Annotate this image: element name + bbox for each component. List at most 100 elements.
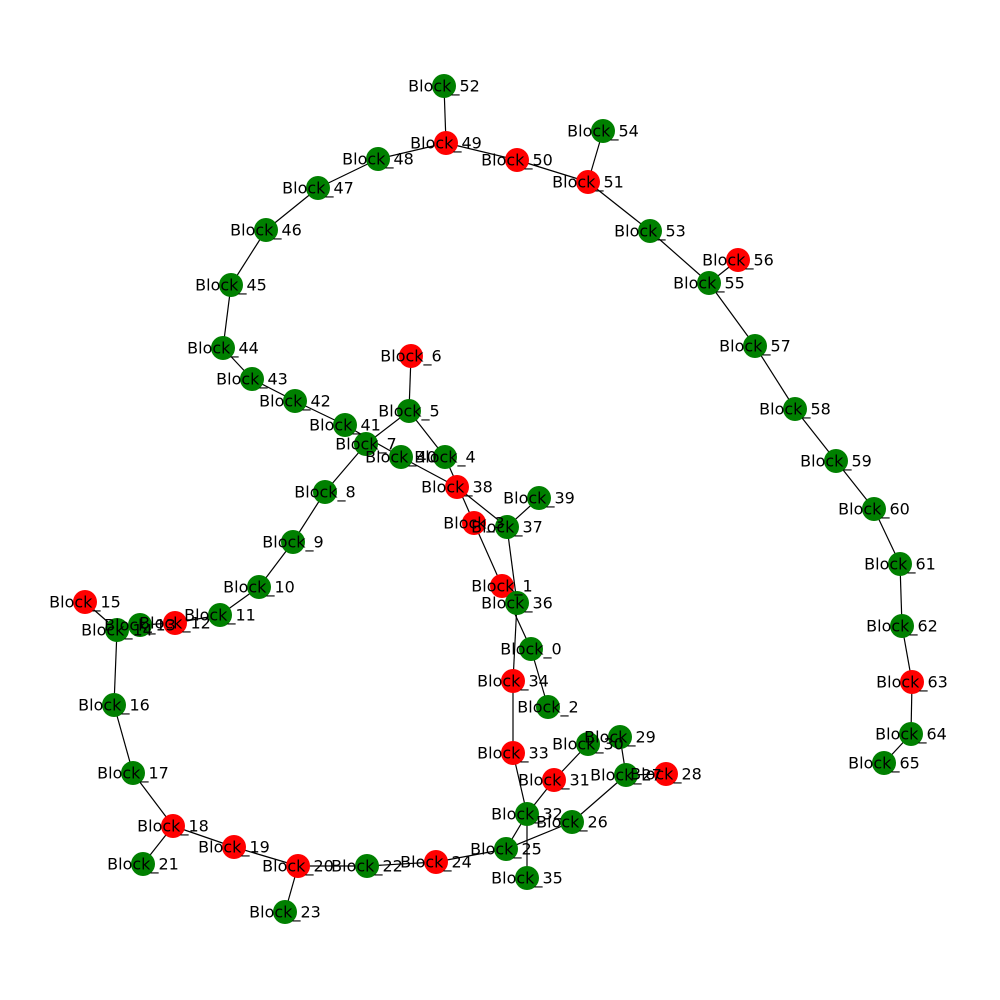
node-Block_61 [888, 552, 912, 576]
node-label-Block_25: Block_25 [470, 840, 542, 860]
node-Block_60 [862, 497, 886, 521]
node-label-Block_29: Block_29 [584, 728, 656, 748]
edge-Block_34-Block_36 [512, 602, 518, 682]
node-label-Block_24: Block_24 [400, 853, 472, 873]
node-label-Block_52: Block_52 [408, 77, 480, 97]
node-Block_14 [105, 618, 129, 642]
node-Block_37 [495, 515, 519, 539]
node-label-Block_45: Block_45 [195, 276, 267, 296]
node-Block_34 [501, 669, 525, 693]
node-label-Block_46: Block_46 [230, 221, 302, 241]
node-Block_39 [527, 486, 551, 510]
node-label-Block_33: Block_33 [477, 744, 549, 764]
edge-Block_53-Block_55 [649, 230, 710, 284]
node-Block_9 [281, 530, 305, 554]
node-label-Block_51: Block_51 [552, 173, 624, 193]
node-label-Block_14: Block_14 [81, 621, 153, 641]
node-label-Block_11: Block_11 [184, 606, 256, 626]
node-Block_33 [501, 741, 525, 765]
node-Block_21 [131, 852, 155, 876]
node-label-Block_53: Block_53 [614, 222, 686, 242]
node-Block_20 [286, 854, 310, 878]
node-label-Block_57: Block_57 [719, 337, 791, 357]
node-label-Block_61: Block_61 [864, 555, 936, 575]
node-label-Block_62: Block_62 [866, 617, 938, 637]
labels-layer: Block_0Block_1Block_2Block_3Block_4Block… [49, 77, 948, 923]
edge-Block_50-Block_51 [516, 159, 589, 183]
node-label-Block_21: Block_21 [107, 855, 179, 875]
node-Block_57 [743, 334, 767, 358]
node-label-Block_63: Block_63 [876, 673, 948, 693]
node-label-Block_41: Block_41 [309, 416, 381, 436]
edge-Block_55-Block_57 [708, 282, 756, 347]
node-Block_15 [73, 590, 97, 614]
node-Block_32 [515, 802, 539, 826]
node-Block_11 [208, 603, 232, 627]
node-label-Block_43: Block_43 [216, 370, 288, 390]
node-Block_64 [899, 722, 923, 746]
node-label-Block_10: Block_10 [223, 578, 295, 598]
node-label-Block_22: Block_22 [331, 857, 403, 877]
node-Block_38 [445, 475, 469, 499]
edge-Block_36-Block_37 [506, 526, 518, 604]
node-label-Block_17: Block_17 [97, 764, 169, 784]
node-label-Block_48: Block_48 [342, 150, 414, 170]
node-Block_45 [219, 273, 243, 297]
node-label-Block_35: Block_35 [491, 869, 563, 889]
edge-Block_49-Block_50 [445, 142, 518, 161]
node-Block_3 [462, 511, 486, 535]
node-label-Block_27: Block_27 [590, 766, 662, 786]
node-Block_35 [515, 866, 539, 890]
node-Block_22 [355, 854, 379, 878]
node-label-Block_12: Block_12 [139, 614, 211, 634]
node-label-Block_58: Block_58 [759, 400, 831, 420]
node-label-Block_60: Block_60 [838, 500, 910, 520]
node-Block_44 [211, 336, 235, 360]
node-label-Block_47: Block_47 [282, 179, 354, 199]
node-Block_49 [434, 131, 458, 155]
node-label-Block_19: Block_19 [198, 838, 270, 858]
edge-Block_14-Block_16 [113, 629, 118, 706]
node-label-Block_38: Block_38 [421, 478, 493, 498]
node-Block_23 [273, 900, 297, 924]
node-label-Block_56: Block_56 [702, 251, 774, 271]
node-Block_41 [333, 413, 357, 437]
node-label-Block_40: Block_40 [365, 448, 437, 468]
node-Block_40 [389, 445, 413, 469]
node-Block_54 [591, 119, 615, 143]
node-Block_42 [283, 389, 307, 413]
node-label-Block_3: Block_3 [443, 514, 504, 534]
node-Block_7 [354, 432, 378, 456]
node-label-Block_32: Block_32 [491, 805, 563, 825]
node-label-Block_2: Block_2 [517, 698, 578, 718]
node-Block_30 [576, 732, 600, 756]
node-Block_24 [424, 850, 448, 874]
node-label-Block_0: Block_0 [500, 640, 561, 660]
node-Block_51 [576, 170, 600, 194]
node-label-Block_8: Block_8 [294, 483, 355, 503]
node-label-Block_34: Block_34 [477, 672, 549, 692]
node-Block_43 [240, 367, 264, 391]
node-Block_55 [697, 271, 721, 295]
edge-Block_57-Block_58 [754, 345, 796, 410]
node-Block_63 [900, 670, 924, 694]
node-label-Block_16: Block_16 [78, 696, 150, 716]
node-Block_19 [222, 835, 246, 859]
node-label-Block_36: Block_36 [481, 594, 553, 614]
node-Block_18 [161, 814, 185, 838]
node-label-Block_37: Block_37 [471, 518, 543, 538]
node-label-Block_1: Block_1 [471, 577, 532, 597]
node-label-Block_50: Block_50 [481, 151, 553, 171]
node-label-Block_42: Block_42 [259, 392, 331, 412]
node-label-Block_9: Block_9 [262, 533, 323, 553]
node-label-Block_5: Block_5 [378, 402, 439, 422]
edges-layer [84, 85, 913, 913]
edge-Block_51-Block_53 [587, 181, 651, 232]
node-label-Block_30: Block_30 [552, 735, 624, 755]
node-label-Block_26: Block_26 [536, 813, 608, 833]
node-label-Block_15: Block_15 [49, 593, 121, 613]
node-label-Block_13: Block_13 [104, 616, 176, 636]
node-label-Block_7: Block_7 [335, 435, 396, 455]
node-Block_13 [128, 613, 152, 637]
